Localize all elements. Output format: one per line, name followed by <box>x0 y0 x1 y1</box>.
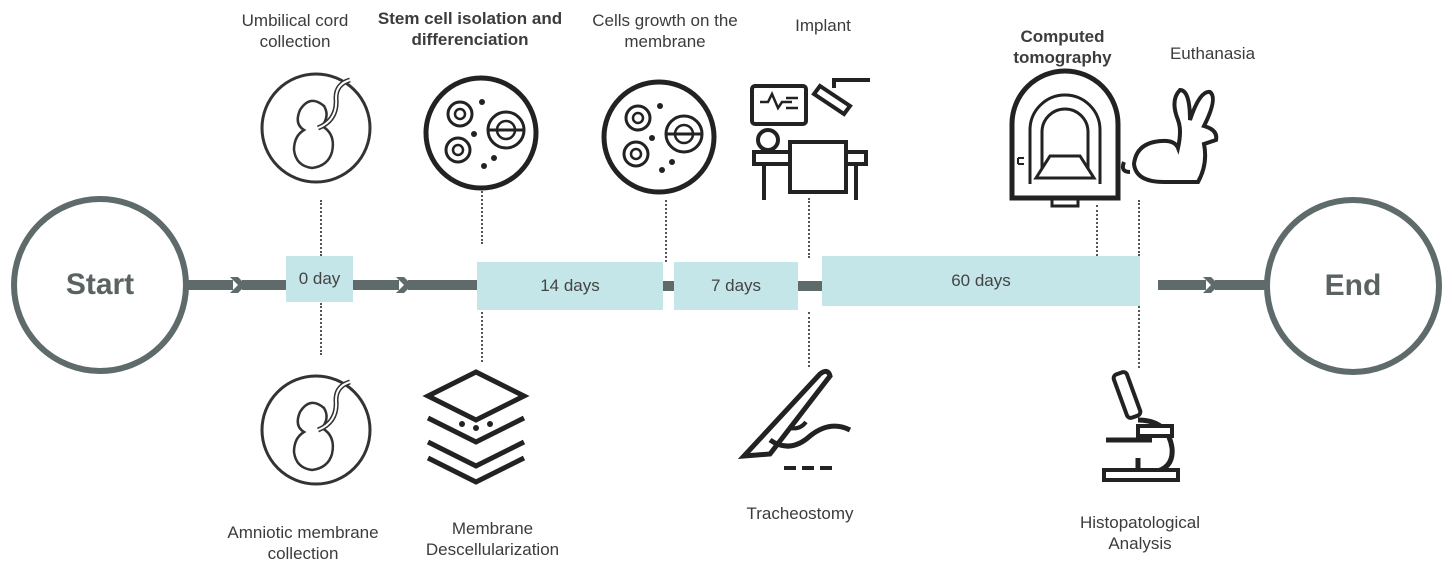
step-label-computed-tomography: Computed tomography <box>1013 27 1112 67</box>
step-label-euthanasia: Euthanasia <box>1169 44 1256 63</box>
connector <box>1138 306 1140 368</box>
end-node: End <box>1264 197 1442 375</box>
microscope-icon <box>1102 370 1180 482</box>
start-node: Start <box>11 196 189 374</box>
timeline-bar-start <box>185 280 233 290</box>
connector <box>320 303 322 355</box>
timeline-bar <box>798 281 822 291</box>
connector <box>808 312 810 367</box>
step-label-histopatological: Histopatological Analysis <box>1079 513 1200 553</box>
cells-dish-icon <box>423 75 539 191</box>
connector <box>481 188 483 244</box>
timeline-bar <box>1158 280 1206 290</box>
segment-label: 7 days <box>710 276 762 295</box>
rabbit-icon <box>1120 87 1219 184</box>
step-label-umbilical-cord: Umbilical cord collection <box>241 11 349 51</box>
timeline-bar <box>353 280 399 290</box>
segment-60-days: 60 days <box>822 256 1140 306</box>
step-label-membrane-descellularization: Membrane Descellularization <box>425 519 560 559</box>
layers-icon <box>422 369 530 485</box>
step-label-amniotic-membrane: Amniotic membrane collection <box>227 523 379 563</box>
ct-scanner-icon <box>1009 68 1121 208</box>
timeline-bar <box>408 280 478 290</box>
fetus-icon <box>260 72 372 184</box>
segment-7-days: 7 days <box>674 262 798 310</box>
timeline-bar <box>663 281 675 291</box>
connector <box>481 312 483 362</box>
step-label-stem-cell: Stem cell isolation and differenciation <box>377 9 563 49</box>
step-label-implant: Implant <box>795 16 851 35</box>
step-label-tracheostomy: Tracheostomy <box>746 504 854 523</box>
surgery-icon <box>750 78 870 200</box>
timeline-bar <box>242 280 286 290</box>
cells-dish-icon <box>601 79 717 195</box>
segment-label: 60 days <box>951 271 1011 290</box>
scalpel-icon <box>737 368 852 470</box>
connector <box>808 198 810 258</box>
connector <box>320 200 322 256</box>
end-label: End <box>1324 269 1382 302</box>
connector <box>665 200 667 262</box>
connector <box>1138 200 1140 256</box>
segment-label: 0 day <box>298 269 341 288</box>
timeline-bar-end <box>1215 280 1270 290</box>
segment-label: 14 days <box>540 276 600 295</box>
fetus-icon <box>260 374 372 486</box>
segment-14-days: 14 days <box>477 262 663 310</box>
segment-0-day: 0 day <box>286 256 353 302</box>
step-label-cells-growth: Cells growth on the membrane <box>592 11 738 51</box>
connector <box>1096 205 1098 256</box>
start-label: Start <box>65 268 135 301</box>
